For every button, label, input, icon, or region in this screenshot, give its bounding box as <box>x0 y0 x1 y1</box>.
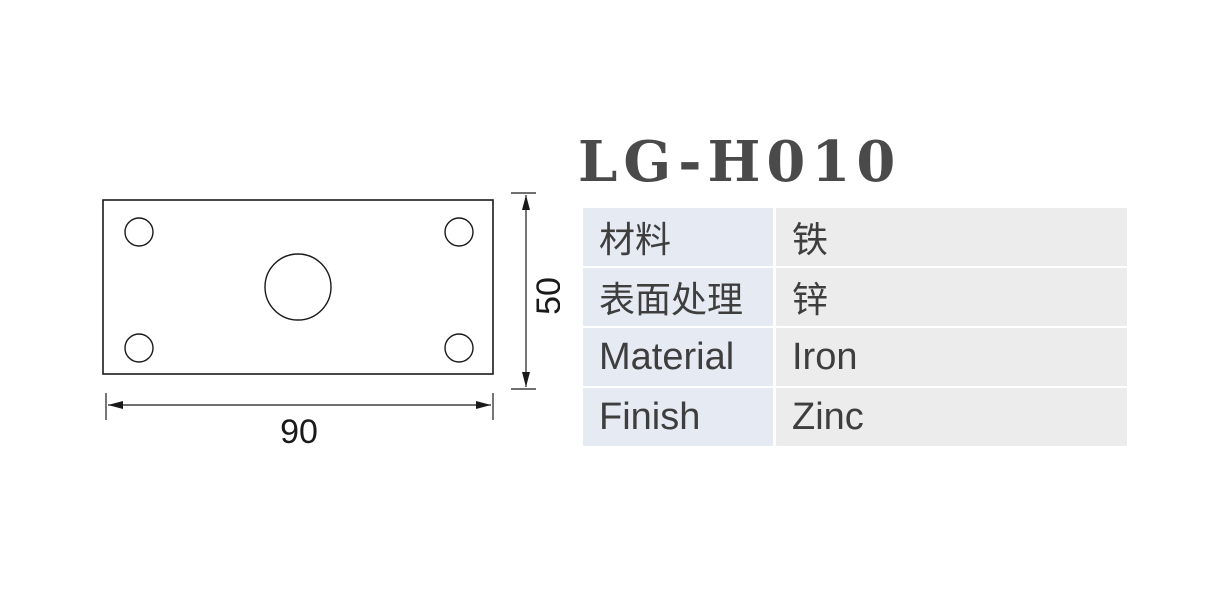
spec-value: 锌 <box>773 268 1127 326</box>
mounting-hole-bottom-left <box>124 333 154 363</box>
spec-value: Iron <box>773 328 1127 386</box>
spec-row-material-en: Material Iron <box>583 328 1127 386</box>
plate-outline <box>102 199 494 375</box>
spec-value: 铁 <box>773 208 1127 266</box>
spec-label: Finish <box>583 388 773 446</box>
spec-label: 材料 <box>583 208 773 266</box>
height-label: 50 <box>530 277 560 315</box>
spec-label: Material <box>583 328 773 386</box>
width-dimension <box>105 393 494 420</box>
product-code: LG-H010 <box>578 129 902 195</box>
technical-drawing: 50 90 <box>102 192 560 451</box>
spec-label: 表面处理 <box>583 268 773 326</box>
spec-row-finish-cn: 表面处理 锌 <box>583 268 1127 326</box>
mounting-hole-top-left <box>124 217 154 247</box>
spec-row-finish-en: Finish Zinc <box>583 388 1127 446</box>
spec-table: 材料 铁 表面处理 锌 Material Iron Finish Zinc <box>583 206 1127 448</box>
spec-value: Zinc <box>773 388 1127 446</box>
width-label: 90 <box>280 413 318 451</box>
height-dimension <box>511 192 536 390</box>
mounting-hole-bottom-right <box>444 333 474 363</box>
center-hole <box>264 253 332 321</box>
mounting-hole-top-right <box>444 217 474 247</box>
spec-row-material-cn: 材料 铁 <box>583 208 1127 266</box>
